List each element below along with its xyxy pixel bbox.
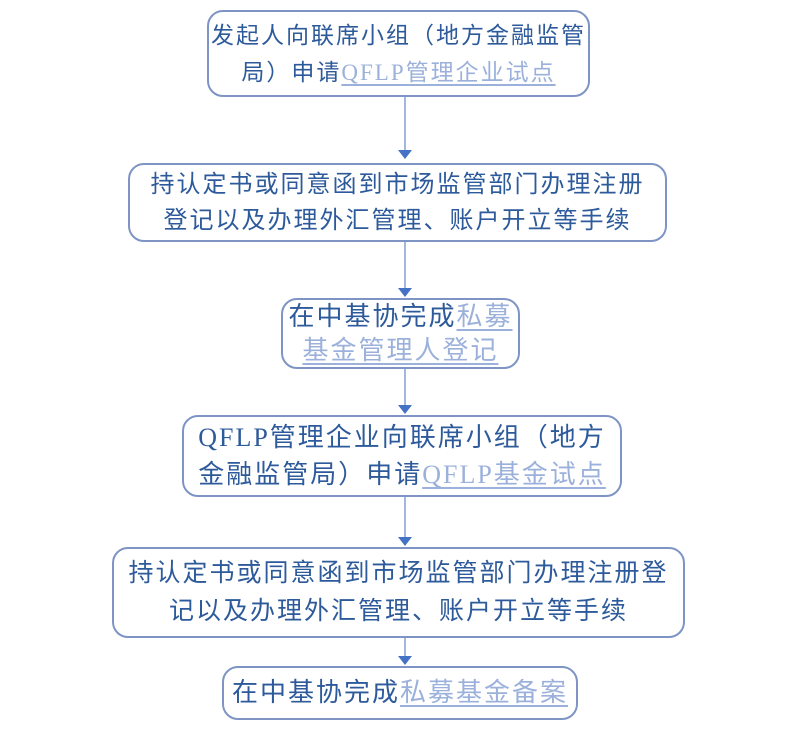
node-text-line: QFLP管理企业向联席小组（地方 xyxy=(198,419,606,456)
node-text: 记以及办理外汇管理、账户开立等手续 xyxy=(168,597,628,625)
node-text: 局）申请 xyxy=(241,59,342,85)
node-text-line: 基金管理人登记 xyxy=(302,334,498,368)
node-text: 金融监管局）申请 xyxy=(198,460,423,489)
link-qflp-fund-pilot[interactable]: QFLP基金试点 xyxy=(422,460,606,489)
arrow-shaft xyxy=(404,97,406,150)
node-text-line: 发起人向联席小组（地方金融监管 xyxy=(211,17,586,54)
node-text-line: 在中基协完成私募 xyxy=(288,300,512,334)
flow-node-apply-qflp-management-pilot: 发起人向联席小组（地方金融监管 局）申请QFLP管理企业试点 xyxy=(207,10,590,97)
node-text: 登记以及办理外汇管理、账户开立等手续 xyxy=(163,207,632,234)
arrow-shaft xyxy=(404,638,406,656)
node-text-line: 局）申请QFLP管理企业试点 xyxy=(241,54,555,91)
node-text-line: 在中基协完成私募基金备案 xyxy=(232,668,568,718)
flow-node-private-fund-filing: 在中基协完成私募基金备案 xyxy=(222,666,578,720)
flow-node-private-fund-manager-registration: 在中基协完成私募 基金管理人登记 xyxy=(281,298,520,369)
arrow-down-icon xyxy=(398,405,412,414)
node-text: 持认定书或同意函到市场监管部门办理注册 xyxy=(150,171,645,198)
link-private-fund-manager-registration[interactable]: 私募 xyxy=(456,301,513,331)
flow-arrow-5 xyxy=(398,638,412,665)
node-text-line: 金融监管局）申请QFLP基金试点 xyxy=(198,456,606,493)
arrow-shaft xyxy=(404,369,406,405)
node-text: 发起人向联席小组（地方金融监管 xyxy=(211,22,586,48)
arrow-down-icon xyxy=(398,288,412,297)
flow-arrow-4 xyxy=(398,497,412,546)
arrow-shaft xyxy=(404,497,406,537)
arrow-down-icon xyxy=(398,150,412,159)
flow-node-registration-forex-1: 持认定书或同意函到市场监管部门办理注册 登记以及办理外汇管理、账户开立等手续 xyxy=(128,163,667,242)
arrow-down-icon xyxy=(398,656,412,665)
node-text-line: 持认定书或同意函到市场监管部门办理注册 xyxy=(151,167,645,203)
flow-node-registration-forex-2: 持认定书或同意函到市场监管部门办理注册登 记以及办理外汇管理、账户开立等手续 xyxy=(112,547,685,638)
node-text: 在中基协完成 xyxy=(288,301,457,331)
link-private-fund-manager-registration[interactable]: 基金管理人登记 xyxy=(302,335,499,365)
flow-node-apply-qflp-fund-pilot: QFLP管理企业向联席小组（地方 金融监管局）申请QFLP基金试点 xyxy=(182,415,622,497)
flow-arrow-3 xyxy=(398,369,412,414)
arrow-down-icon xyxy=(398,537,412,546)
node-text-line: 登记以及办理外汇管理、账户开立等手续 xyxy=(164,203,632,239)
node-text-line: 记以及办理外汇管理、账户开立等手续 xyxy=(169,593,628,631)
flow-arrow-2 xyxy=(398,242,412,297)
node-text: 在中基协完成 xyxy=(231,678,400,707)
flow-arrow-1 xyxy=(398,97,412,159)
arrow-shaft xyxy=(404,242,406,288)
node-text-line: 持认定书或同意函到市场监管部门办理注册登 xyxy=(128,555,668,593)
link-private-fund-filing[interactable]: 私募基金备案 xyxy=(400,678,569,707)
node-text: QFLP管理企业向联席小组（地方 xyxy=(198,423,606,452)
link-qflp-management-enterprise-pilot[interactable]: QFLP管理企业试点 xyxy=(341,59,556,85)
node-text: 持认定书或同意函到市场监管部门办理注册登 xyxy=(128,559,669,587)
